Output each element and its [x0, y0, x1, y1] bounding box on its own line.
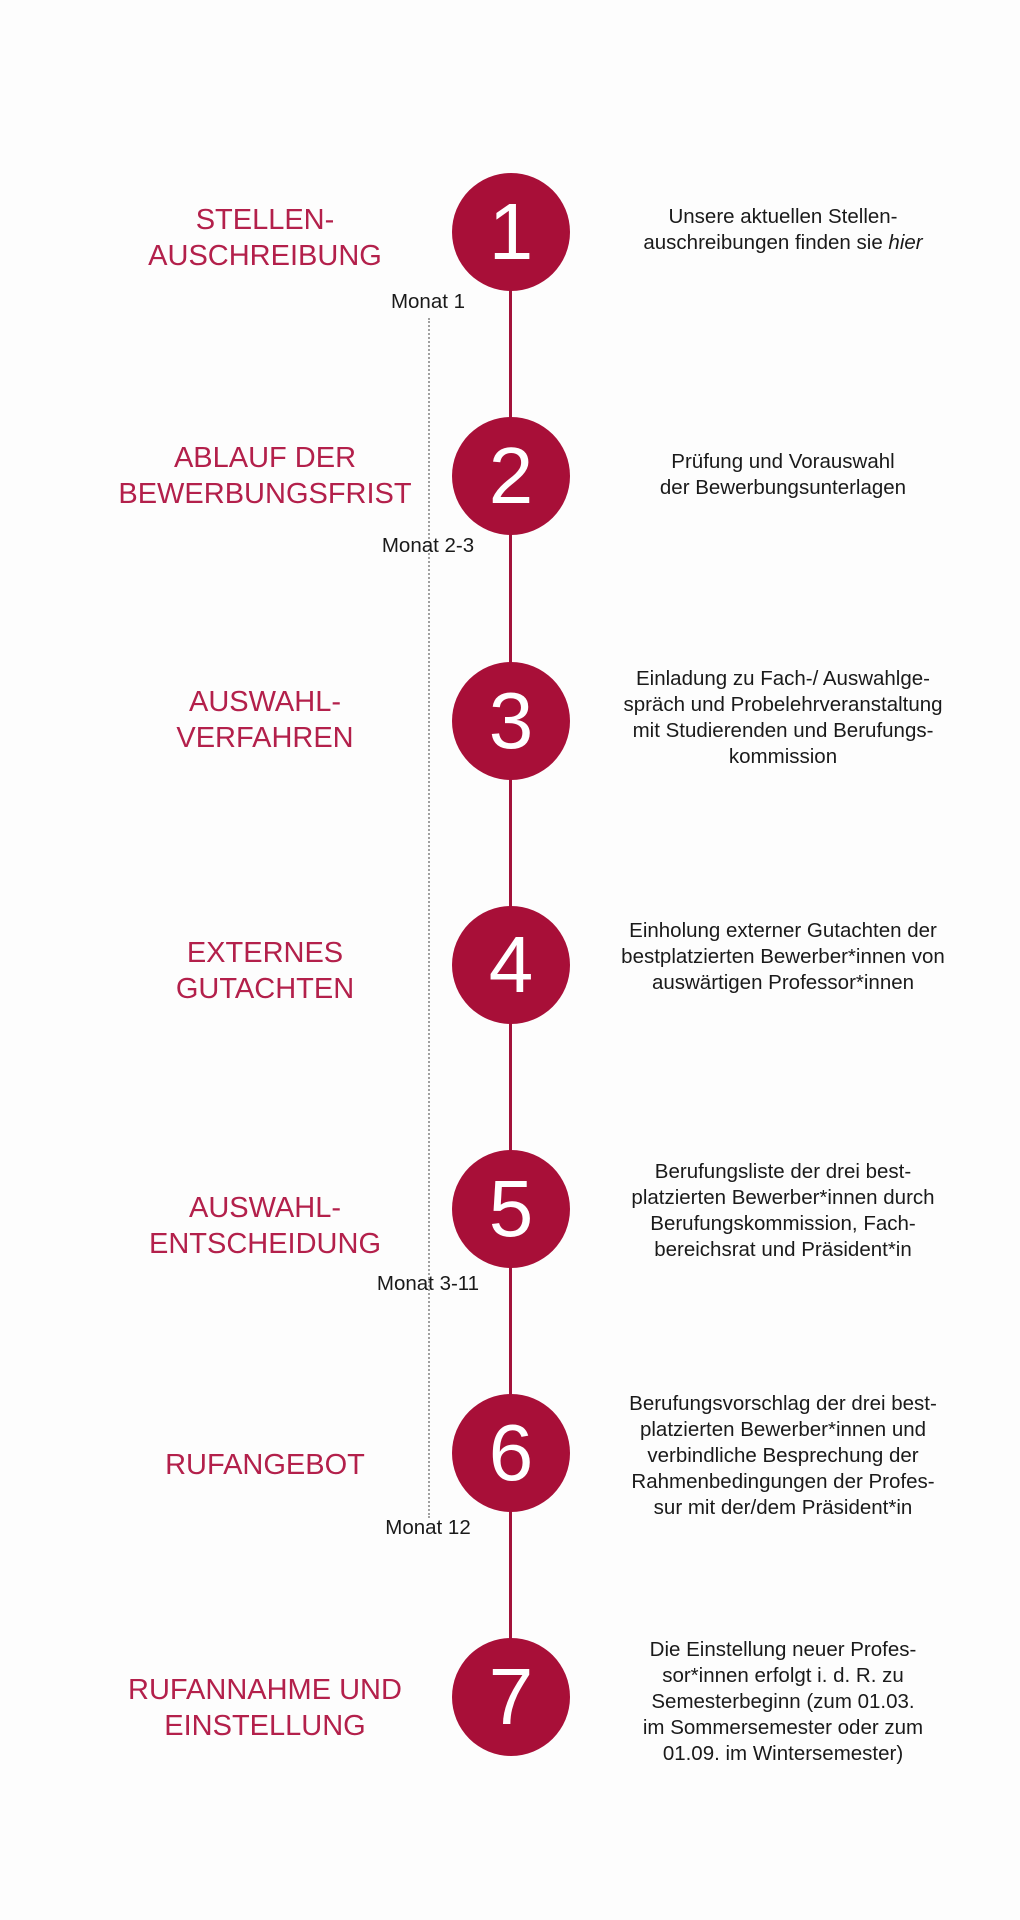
step-3-circle: 3	[452, 662, 570, 780]
step-6-description: Berufungsvorschlag der drei best- platzi…	[629, 1392, 937, 1519]
step-6-title: RUFANGEBOT	[165, 1449, 365, 1481]
step-2-title: ABLAUF DER BEWERBUNGSFRIST	[118, 442, 412, 510]
month-label-2: Monat 2-3	[381, 534, 475, 557]
month-label-3: Monat 3-11	[376, 1272, 480, 1295]
step-5-description: Berufungsliste der drei best- platzierte…	[631, 1160, 935, 1261]
step-2-description: Prüfung und Vorauswahl der Bewerbungsunt…	[659, 450, 907, 499]
step-7-description: Die Einstellung neuer Profes- sor*innen …	[642, 1638, 924, 1765]
step-1-description-link[interactable]: hier	[888, 231, 923, 254]
step-4-circle: 4	[452, 906, 570, 1024]
step-1-description: Unsere aktuellen Stellen- auschreibungen…	[598, 204, 968, 256]
step-1-title: STELLEN- AUSCHREIBUNG	[148, 204, 382, 272]
step-5-title: AUSWAHL- ENTSCHEIDUNG	[148, 1192, 381, 1260]
step-4-title: EXTERNES GUTACHTEN	[175, 937, 355, 1005]
step-5-circle: 5	[452, 1150, 570, 1268]
step-7-title: RUFANNAHME UND EINSTELLUNG	[128, 1674, 402, 1742]
step-4-description: Einholung externer Gutachten der bestpla…	[621, 919, 945, 994]
step-3-description: Einladung zu Fach-/ Auswahlge- spräch un…	[623, 667, 943, 768]
step-6-circle: 6	[452, 1394, 570, 1512]
month-label-1: Monat 1	[390, 290, 466, 313]
month-range-line	[428, 318, 430, 1518]
month-label-4: Monat 12	[385, 1516, 471, 1539]
step-7-circle: 7	[452, 1638, 570, 1756]
step-2-circle: 2	[452, 417, 570, 535]
step-1-circle: 1	[452, 173, 570, 291]
step-3-title: AUSWAHL- VERFAHREN	[176, 686, 354, 754]
step-1-description-text: Unsere aktuellen Stellen- auschreibungen…	[643, 205, 898, 254]
